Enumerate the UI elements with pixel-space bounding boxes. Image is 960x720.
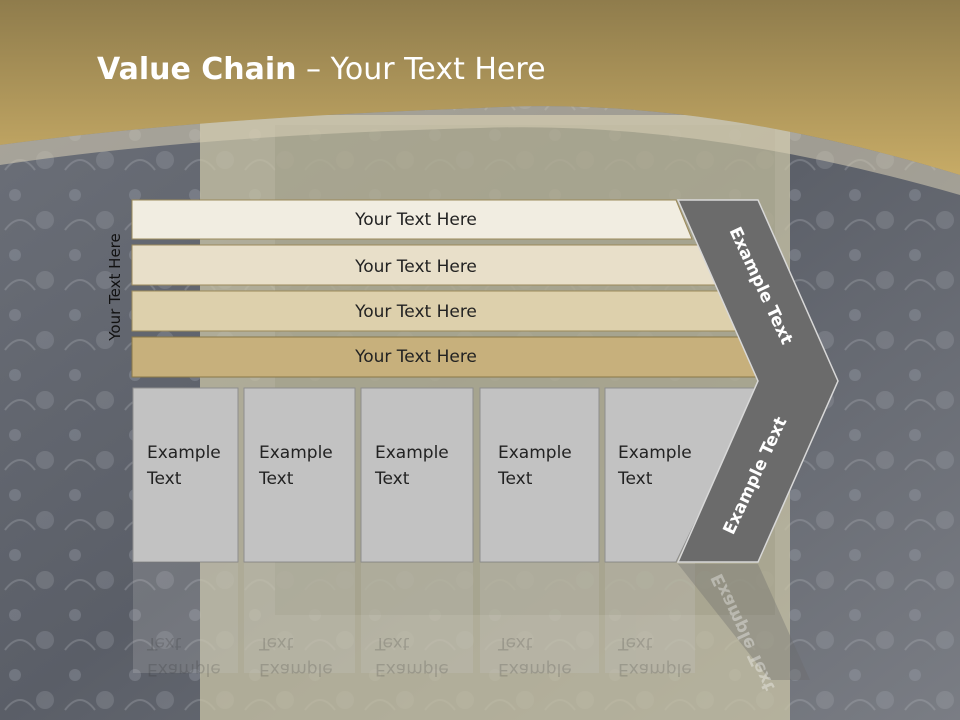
column-2-line2: Text	[259, 469, 294, 489]
column-4-reflection-line1: Example	[498, 659, 572, 679]
column-2	[243, 387, 356, 563]
chevron-arrow	[676, 199, 839, 563]
side-label: Your Text Here	[106, 233, 124, 341]
column-4-reflection: Example Text	[498, 630, 572, 682]
column-1-label: Example Text	[147, 440, 221, 492]
column-3-reflection: Example Text	[375, 630, 449, 682]
column-4	[479, 387, 600, 563]
column-5-reflection: Example Text	[618, 630, 692, 682]
column-5-line2: Text	[618, 469, 653, 489]
column-2-reflection: Example Text	[259, 630, 333, 682]
chevron-reflection	[678, 564, 810, 680]
column-3	[360, 387, 474, 563]
column-2-line1: Example	[259, 443, 333, 463]
column-5	[604, 387, 761, 563]
column-1-reflection-line1: Example	[147, 659, 221, 679]
column-2-reflection-line2: Text	[259, 633, 294, 653]
column-1-line2: Text	[147, 469, 182, 489]
column-reflections	[133, 563, 695, 673]
column-5-reflection-line1: Example	[618, 659, 692, 679]
column-2-label: Example Text	[259, 440, 333, 492]
column-1	[132, 387, 239, 563]
column-5-line1: Example	[618, 443, 692, 463]
column-3-reflection-line1: Example	[375, 659, 449, 679]
column-4-line1: Example	[498, 443, 572, 463]
column-1-line1: Example	[147, 443, 221, 463]
column-5-label: Example Text	[618, 440, 692, 492]
bar-3-label: Your Text Here	[354, 302, 477, 322]
title-bold: Value Chain	[97, 52, 297, 87]
column-1-reflection: Example Text	[147, 630, 221, 682]
bar-1	[131, 199, 693, 240]
column-5-reflection-line2: Text	[618, 633, 653, 653]
column-3-label: Example Text	[375, 440, 449, 492]
column-4-line2: Text	[498, 469, 533, 489]
bar-2-label: Your Text Here	[354, 257, 477, 277]
column-3-line2: Text	[375, 469, 410, 489]
bar-1-label: Your Text Here	[354, 210, 477, 230]
column-4-label: Example Text	[498, 440, 572, 492]
column-3-reflection-line2: Text	[375, 633, 410, 653]
column-4-reflection-line2: Text	[498, 633, 533, 653]
page-title: Value Chain – Your Text Here	[97, 52, 546, 87]
column-1-reflection-line2: Text	[147, 633, 182, 653]
column-2-reflection-line1: Example	[259, 659, 333, 679]
column-3-line1: Example	[375, 443, 449, 463]
title-rest: – Your Text Here	[296, 52, 546, 87]
bar-4-label: Your Text Here	[354, 347, 477, 367]
